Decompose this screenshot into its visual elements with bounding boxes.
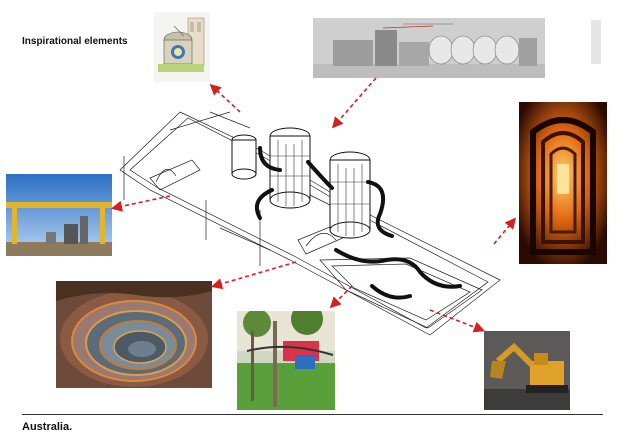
footer-divider (22, 414, 603, 415)
photo-playground (237, 311, 335, 410)
photo-processing-plant-render (313, 18, 545, 78)
page-title: Inspirational elements (22, 36, 128, 47)
central-isometric-diagram (119, 111, 501, 336)
photo-water-tower-render (154, 12, 210, 82)
photo-open-pit-mine (56, 281, 212, 388)
photo-excavator (484, 331, 570, 410)
photo-gantry-crane (6, 174, 112, 256)
photo-mine-tunnel (519, 102, 607, 264)
side-logo (591, 20, 601, 64)
footer-caption: Australia. (22, 421, 73, 433)
